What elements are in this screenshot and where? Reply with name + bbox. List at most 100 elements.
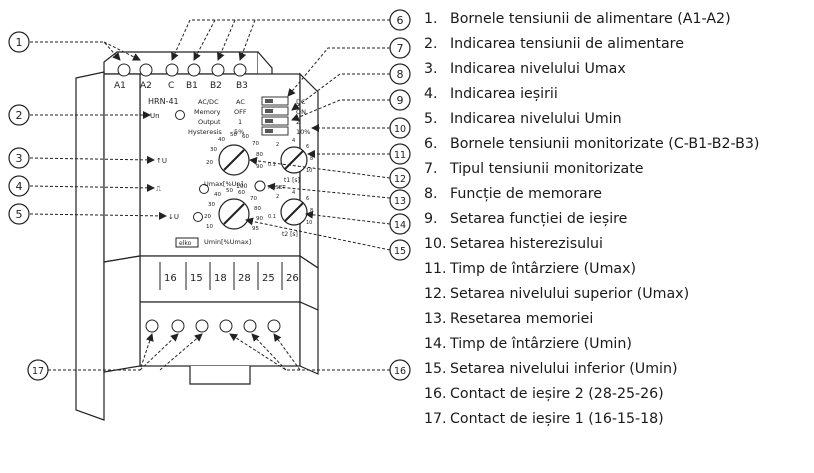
dip-switch-type[interactable] bbox=[261, 96, 289, 106]
top-screws bbox=[117, 63, 247, 77]
legend-list: 1.Bornele tensiunii de alimentare (A1-A2… bbox=[424, 7, 812, 432]
t1-tick: 4 bbox=[292, 138, 295, 144]
dip-switch-output[interactable] bbox=[261, 116, 289, 126]
umin-tick: 80 bbox=[254, 206, 261, 212]
bottom-screws bbox=[145, 319, 281, 333]
terminal-label: B1 bbox=[186, 81, 198, 91]
umax-tick: 20 bbox=[206, 160, 213, 166]
umin-dial-group: 20 30 40 50 60 70 80 90 95 10 Umin[%Umax… bbox=[204, 188, 263, 246]
callout-9 bbox=[389, 89, 411, 111]
callout-15 bbox=[389, 239, 411, 261]
legend-item: 17.Contact de ieșire 1 (16-15-18) bbox=[424, 407, 812, 432]
din-rail-left bbox=[75, 71, 105, 421]
screw-terminal bbox=[165, 63, 179, 77]
screw-terminal bbox=[171, 319, 185, 333]
t2-dial-group: 0.1 2 4 6 8 10 t2 [s] bbox=[268, 190, 313, 238]
bottom-terminal-label: 15 bbox=[190, 273, 203, 284]
callout-12-number: 12 bbox=[394, 174, 406, 185]
callout-3-number: 3 bbox=[16, 152, 23, 165]
umax-tick-100: 100 bbox=[236, 183, 248, 190]
leader-4 bbox=[29, 183, 155, 192]
dip-switch-memory[interactable] bbox=[261, 106, 289, 116]
legend-text: Setarea histerezisului bbox=[450, 236, 603, 252]
bottom-block-side bbox=[299, 301, 319, 375]
leader-16b bbox=[251, 333, 287, 371]
legend-item: 16.Contact de ieșire 2 (28-25-26) bbox=[424, 382, 812, 407]
umax-tick: 90 bbox=[256, 164, 263, 170]
terminal-label: A1 bbox=[114, 81, 126, 91]
callout-5 bbox=[8, 203, 30, 225]
callout-13 bbox=[389, 189, 411, 211]
legend-text: Indicarea nivelului Umax bbox=[450, 61, 626, 77]
umax-tick: 30 bbox=[210, 147, 217, 153]
leader-8 bbox=[291, 73, 390, 111]
switch-label-ac: AC bbox=[236, 98, 245, 106]
umin-tick: 20 bbox=[204, 214, 211, 220]
callout-11-number: 11 bbox=[394, 150, 406, 161]
dip-lever bbox=[265, 119, 273, 123]
legend-text: Indicarea nivelului Umin bbox=[450, 111, 622, 127]
screw-terminal bbox=[211, 63, 225, 77]
bottom-terminal-label: 16 bbox=[164, 273, 177, 284]
dip-switch-hysteresis[interactable] bbox=[261, 126, 289, 136]
legend-text: Setarea funcției de ieșire bbox=[450, 211, 628, 227]
umin-tick: 30 bbox=[208, 202, 215, 208]
bottom-terminal-block bbox=[139, 301, 301, 367]
legend-number: 16. bbox=[424, 386, 447, 402]
legend-text: Resetarea memoriei bbox=[450, 311, 594, 327]
t2-tick: 2 bbox=[276, 194, 279, 200]
callout-7 bbox=[389, 37, 411, 59]
callout-9-number: 9 bbox=[397, 94, 404, 107]
legend-item: 5. Indicarea nivelului Umin bbox=[424, 107, 812, 132]
leader-16c bbox=[273, 333, 301, 371]
body-left-lower bbox=[103, 255, 141, 373]
callout-15-number: 15 bbox=[394, 246, 406, 257]
legend-text: Bornele tensiunii de alimentare (A1-A2) bbox=[450, 11, 731, 27]
bottom-terminal-label: 26 bbox=[286, 273, 299, 284]
callout-12 bbox=[389, 167, 411, 189]
umax-tick: 70 bbox=[252, 141, 259, 147]
legend-item: 1.Bornele tensiunii de alimentare (A1-A2… bbox=[424, 7, 812, 32]
callout-1 bbox=[8, 31, 30, 53]
screw-terminal bbox=[145, 319, 159, 333]
screw-terminal bbox=[233, 63, 247, 77]
t2-label: t2 [s] bbox=[282, 231, 298, 238]
switch-label-output: Output bbox=[198, 118, 221, 126]
legend-text: Indicarea tensiunii de alimentare bbox=[450, 36, 684, 52]
legend-item: 10.Setarea histerezisului bbox=[424, 232, 812, 257]
switch-label-10: 10% bbox=[296, 128, 310, 136]
legend-number: 2. bbox=[424, 36, 438, 52]
umax-tick: 80 bbox=[256, 152, 263, 158]
dip-lever bbox=[265, 129, 273, 133]
callout-2 bbox=[8, 104, 30, 126]
led-output bbox=[199, 184, 209, 194]
dip-lever bbox=[265, 99, 273, 103]
callout-16-number: 16 bbox=[394, 366, 406, 377]
callout-1-number: 1 bbox=[16, 36, 23, 49]
t2-dial-pointer bbox=[284, 202, 304, 222]
legend-text: Bornele tensiunii monitorizate (C-B1-B2-… bbox=[450, 136, 760, 152]
umin-tick: 10 bbox=[206, 224, 213, 230]
reset-button[interactable] bbox=[254, 180, 266, 192]
t1-tick: 2 bbox=[276, 142, 279, 148]
umax-tick: 50 bbox=[230, 132, 237, 138]
legend-text: Tipul tensiunii monitorizate bbox=[450, 161, 644, 177]
umax-dial-group: 20 30 40 50 60 70 80 90 100 Umax[%Un] bbox=[204, 132, 263, 190]
callout-17-number: 17 bbox=[32, 366, 44, 377]
legend-number: 10. bbox=[424, 236, 447, 252]
switch-label-5: 5% bbox=[234, 128, 244, 136]
callout-11 bbox=[389, 143, 411, 165]
terminal-label: B2 bbox=[210, 81, 222, 91]
screw-terminal bbox=[139, 63, 153, 77]
umin-tick: 50 bbox=[226, 188, 233, 194]
t2-tick: 4 bbox=[292, 190, 295, 196]
legend-item: 14.Timp de întârziere (Umin) bbox=[424, 332, 812, 357]
leader-17b bbox=[139, 333, 179, 371]
legend-item: 6.Bornele tensiunii monitorizate (C-B1-B… bbox=[424, 132, 812, 157]
switch-label-2: 2 bbox=[296, 118, 300, 126]
legend-number: 5. bbox=[424, 111, 438, 127]
t2-tick: 8 bbox=[310, 208, 313, 214]
legend-number: 4. bbox=[424, 86, 438, 102]
leader-17c bbox=[159, 333, 203, 371]
bottom-terminal-label: 25 bbox=[262, 273, 275, 284]
